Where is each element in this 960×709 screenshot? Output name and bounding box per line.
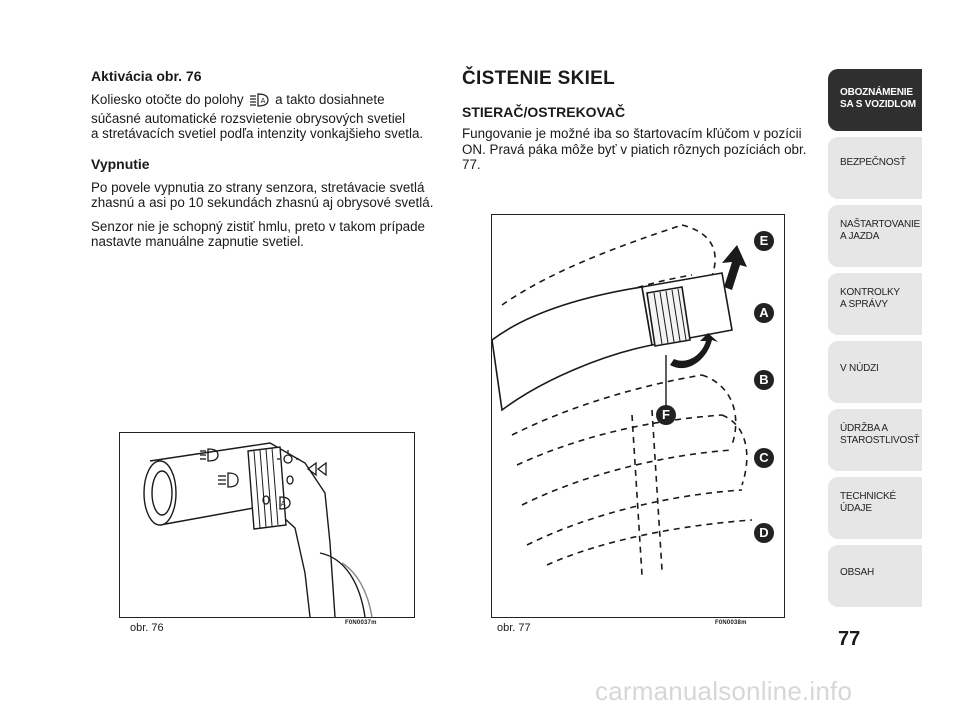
off-paragraph: Po povele vypnutia zo strany senzora, st… — [91, 179, 434, 211]
tab-label-line1: OBOZNÁMENIE — [840, 87, 913, 98]
tab-label-line2: STAROSTLIVOSŤ — [840, 435, 920, 446]
tab-v-nudzi[interactable]: V NÚDZI — [828, 341, 922, 403]
light-stalk-illustration: A — [143, 442, 373, 617]
tab-nastartovanie[interactable]: NAŠTARTOVANIE A JAZDA — [828, 205, 922, 267]
wiper-stalk-illustration — [492, 224, 753, 576]
position-e-badge: E — [754, 231, 774, 251]
tab-label-line1: NAŠTARTOVANIE — [840, 219, 921, 230]
tab-udrzba[interactable]: ÚDRŽBA A STAROSTLIVOSŤ — [828, 409, 922, 471]
tab-technicke[interactable]: TECHNICKÉ ÚDAJE — [828, 477, 922, 539]
tab-label-line2: A JAZDA — [840, 231, 880, 242]
watermark: carmanualsonline.info — [595, 676, 853, 706]
right-column: ČISTENIE SKIEL STIERAČ/OSTREKOVAČ Fungov… — [462, 68, 817, 181]
position-c-badge: C — [754, 448, 774, 468]
chapter-sidebar: OBOZNÁMENIE SA S VOZIDLOM BEZPEČNOSŤ NAŠ… — [828, 69, 922, 613]
heading-off: Vypnutie — [91, 155, 150, 172]
figure-76: A — [119, 432, 415, 618]
tab-bezpecnost[interactable]: BEZPEČNOSŤ — [828, 137, 922, 199]
figure-76-code: F0N0037m — [345, 620, 377, 626]
activation-line-2: súčasné automatické rozsvietenie obrysov… — [91, 110, 406, 126]
svg-text:A: A — [261, 97, 266, 105]
tab-label-line2: SA S VOZIDLOM — [840, 99, 916, 110]
activation-line-3: a stretávacích svetiel podľa intenzity v… — [91, 126, 424, 141]
activation-paragraph: Koliesko otočte do polohy A a takto dosi… — [91, 92, 446, 142]
tab-kontrolky[interactable]: KONTROLKY A SPRÁVY — [828, 273, 922, 335]
heading-activation: Aktivácia obr. 76 — [91, 68, 202, 84]
section-subheading: STIERAČ/OSTREKOVAČ — [462, 104, 626, 120]
auto-light-icon: A — [249, 93, 269, 111]
tab-oboznamenie[interactable]: OBOZNÁMENIE SA S VOZIDLOM — [828, 69, 922, 131]
svg-text:A: A — [281, 500, 286, 508]
activation-text-2: a takto dosiahnete — [275, 92, 385, 107]
page-number: 77 — [838, 628, 861, 650]
tab-label-line1: OBSAH — [840, 567, 875, 578]
activation-text-1: Koliesko otočte do polohy — [91, 92, 244, 107]
position-d-badge: D — [754, 523, 774, 543]
sensor-paragraph: Senzor nie je schopný zistiť hmlu, preto… — [91, 218, 426, 250]
position-f-badge: F — [656, 405, 676, 425]
position-b-badge: B — [754, 370, 774, 390]
up-arrow-icon — [722, 245, 747, 290]
tab-label-line2: A SPRÁVY — [840, 299, 888, 310]
figure-77-caption: obr. 77 — [497, 622, 531, 634]
section-heading: ČISTENIE SKIEL — [462, 68, 616, 89]
figure-76-caption: obr. 76 — [130, 622, 164, 634]
position-a-badge: A — [754, 303, 774, 323]
rotate-arrow-icon — [670, 333, 718, 369]
tab-obsah[interactable]: OBSAH — [828, 545, 922, 607]
tab-label-line1: ÚDRŽBA A — [840, 423, 888, 434]
left-column: Aktivácia obr. 76 Koliesko otočte do pol… — [91, 68, 446, 258]
tab-label-line1: V NÚDZI — [840, 363, 879, 374]
tab-label-line1: KONTROLKY — [840, 287, 900, 298]
tab-label-line1: BEZPEČNOSŤ — [840, 157, 906, 168]
tab-label-line2: ÚDAJE — [840, 503, 872, 514]
tab-label-line1: TECHNICKÉ — [840, 491, 896, 502]
figure-77-code: F0N0038m — [715, 620, 747, 626]
figure-77 — [491, 214, 785, 618]
wiper-paragraph: Fungovanie je možné iba so štartovacím k… — [462, 126, 807, 172]
